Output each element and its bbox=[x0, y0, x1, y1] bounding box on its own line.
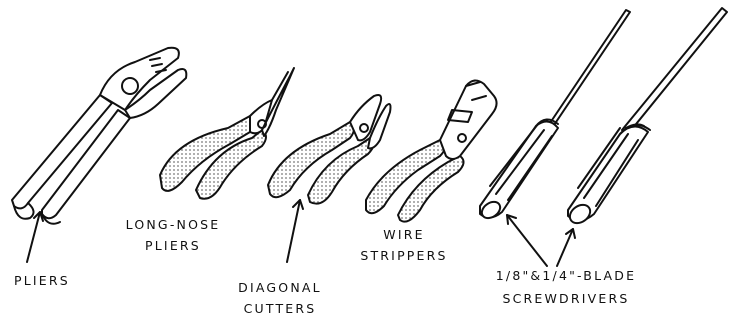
diagonal-cutters-icon bbox=[268, 95, 391, 204]
arrow-diagonal-cutters-icon bbox=[287, 200, 303, 262]
label-long-nose-line1: LONG-NOSE bbox=[114, 216, 232, 233]
label-diagonal-line1: DIAGONAL bbox=[224, 279, 336, 296]
label-pliers: PLIERS bbox=[14, 272, 70, 289]
arrow-large-screwdriver-icon bbox=[557, 229, 575, 266]
slip-joint-pliers-icon bbox=[12, 48, 186, 224]
arrow-small-screwdriver-icon bbox=[507, 215, 547, 266]
arrow-pliers-icon bbox=[27, 212, 43, 262]
label-wire-line2: STRIPPERS bbox=[346, 247, 462, 264]
label-screwdrivers-line2: SCREWDRIVERS bbox=[468, 290, 664, 307]
label-wire-line1: WIRE bbox=[346, 226, 462, 243]
label-screwdrivers-line1: 1/8"&1/4"-BLADE bbox=[468, 267, 664, 284]
large-screwdriver-icon bbox=[566, 8, 727, 227]
wire-strippers-icon bbox=[366, 80, 497, 221]
label-diagonal-line2: CUTTERS bbox=[224, 300, 336, 317]
label-long-nose-line2: PLIERS bbox=[114, 237, 232, 254]
